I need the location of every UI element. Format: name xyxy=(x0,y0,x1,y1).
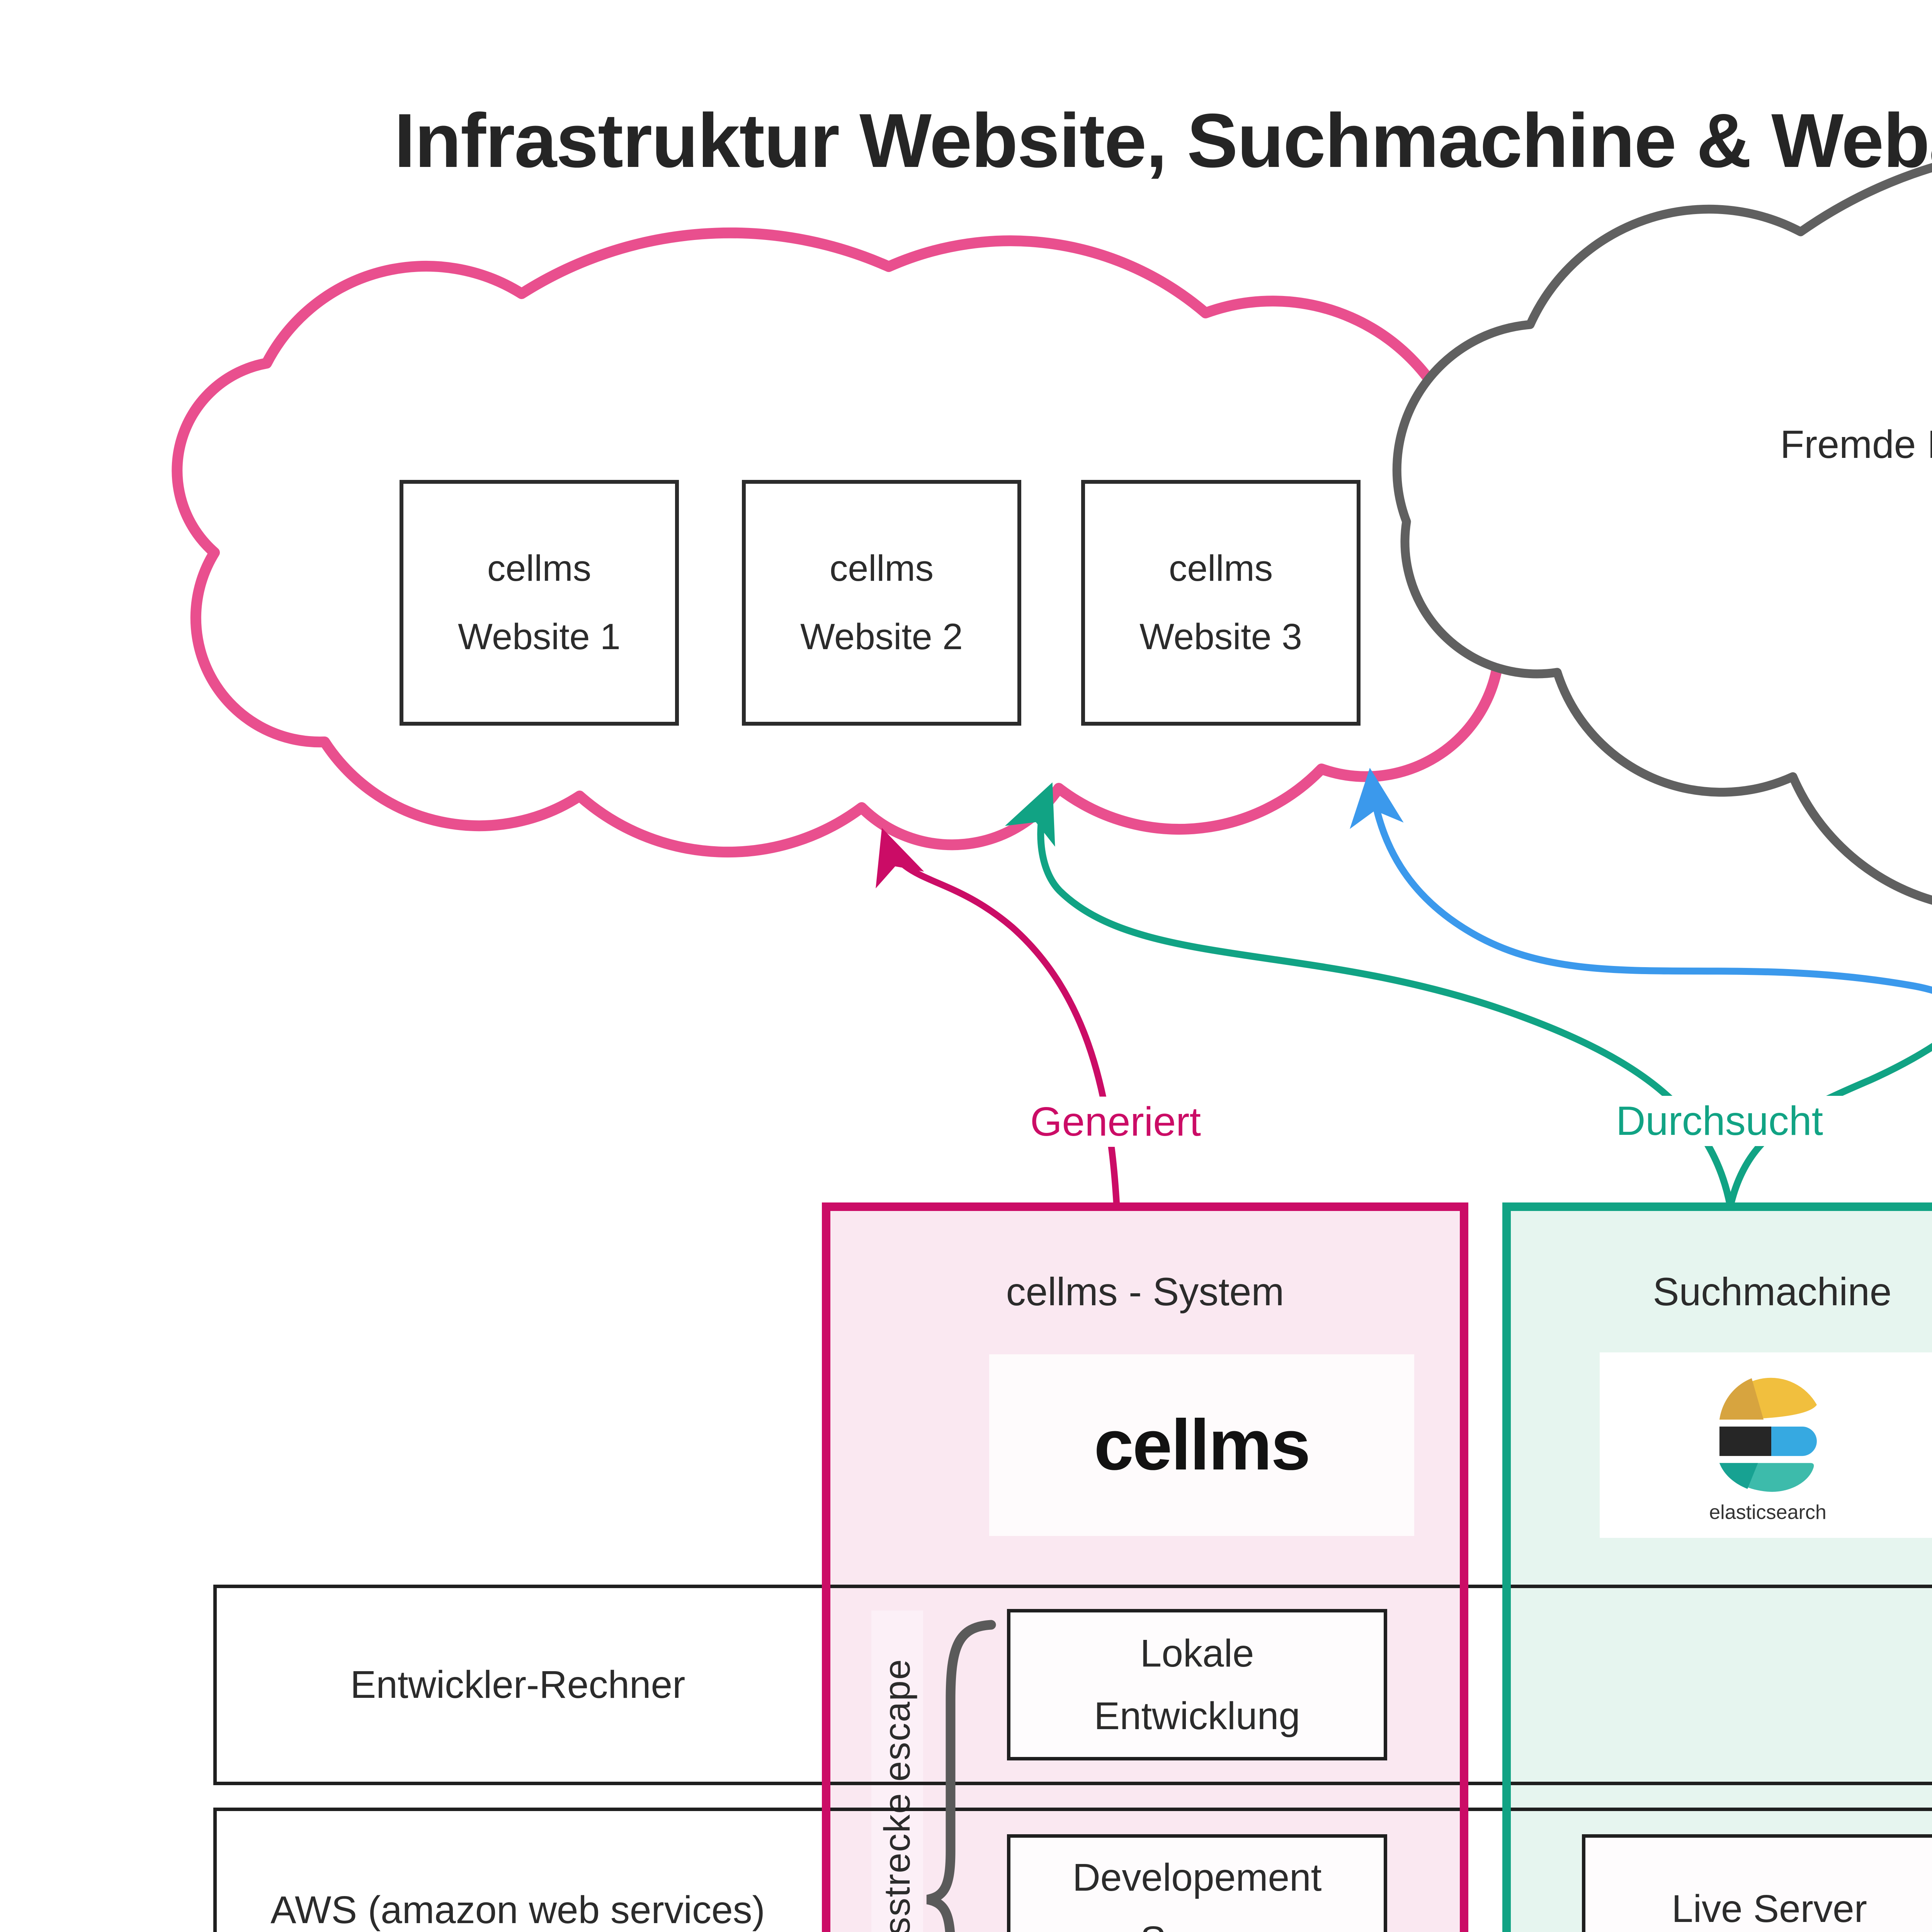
elasticsearch-logo: elasticsearch xyxy=(1600,1352,1932,1538)
arrow-generiert xyxy=(876,828,1120,1207)
page-title: Infrastruktur Website, Suchmachine & Web… xyxy=(394,98,1932,183)
cellms-logo-text: cellms xyxy=(1094,1405,1311,1485)
cell-suchmachine-live-server: Live Server xyxy=(1582,1834,1932,1932)
row-aws xyxy=(213,1808,1932,1932)
flow-label-generiert: Generiert xyxy=(980,1097,1251,1147)
website-box-2-line1: cellms xyxy=(829,548,934,589)
cell-label: Developement Server xyxy=(1072,1856,1322,1932)
row-label-entwickler-rechner: Entwickler-Rechner xyxy=(350,1663,685,1706)
cell-cellms-developement-server: Developement Server xyxy=(1007,1834,1387,1932)
website-box-3-line2: Website 3 xyxy=(1139,616,1302,657)
website-box-1-line2: Website 1 xyxy=(458,616,621,657)
website-box-1: cellms Website 1 xyxy=(400,480,679,726)
foreign-cloud-shape xyxy=(1392,163,1932,905)
column-header-suchmachine: Suchmachine xyxy=(1653,1269,1892,1314)
row-label-aws: AWS (amazon web services) xyxy=(270,1888,765,1932)
foreign-cloud-label: Fremde Inhalte xyxy=(1780,422,1932,466)
row-entwickler-rechner xyxy=(213,1585,1932,1785)
elasticsearch-logo-caption: elasticsearch xyxy=(1709,1501,1827,1524)
website-box-1-line1: cellms xyxy=(487,548,592,589)
website-box-2-line2: Website 2 xyxy=(800,616,963,657)
arrow-durchsucht-to-foreign xyxy=(1727,1043,1932,1208)
flow-label-durchsucht: Durchsucht xyxy=(1584,1096,1855,1146)
website-box-3: cellms Website 3 xyxy=(1081,480,1361,726)
cellms-logo: cellms xyxy=(989,1354,1414,1536)
website-box-3-line1: cellms xyxy=(1168,548,1273,589)
website-box-2: cellms Website 2 xyxy=(742,480,1021,726)
cell-cellms-lokale-entwicklung: Lokale Entwicklung xyxy=(1007,1609,1387,1760)
column-header-cellms-system: cellms - System xyxy=(1006,1269,1284,1314)
cell-label: Live Server xyxy=(1672,1887,1867,1930)
cell-label: Lokale Entwicklung xyxy=(1094,1632,1300,1738)
elasticsearch-icon xyxy=(1719,1378,1817,1492)
